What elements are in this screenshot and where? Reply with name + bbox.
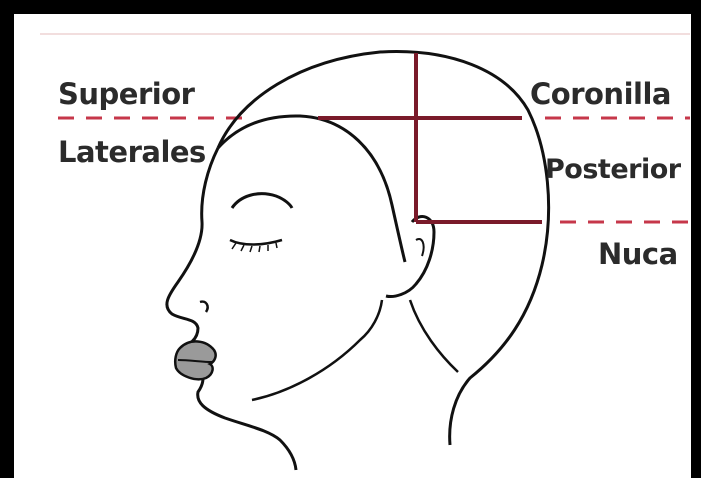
jaw-line xyxy=(252,300,382,400)
ear-inner xyxy=(416,239,424,256)
closed-eye xyxy=(230,240,282,245)
eyebrow xyxy=(232,194,292,208)
hairline-outline xyxy=(218,116,405,262)
label-superior: Superior xyxy=(58,80,194,109)
label-nuca: Nuca xyxy=(598,240,678,269)
nostril xyxy=(200,302,208,312)
neck-back-line xyxy=(410,300,458,372)
label-posterior: Posterior xyxy=(545,156,681,183)
label-laterales: Laterales xyxy=(58,138,206,167)
label-coronilla: Coronilla xyxy=(530,80,671,109)
ear xyxy=(386,217,434,297)
